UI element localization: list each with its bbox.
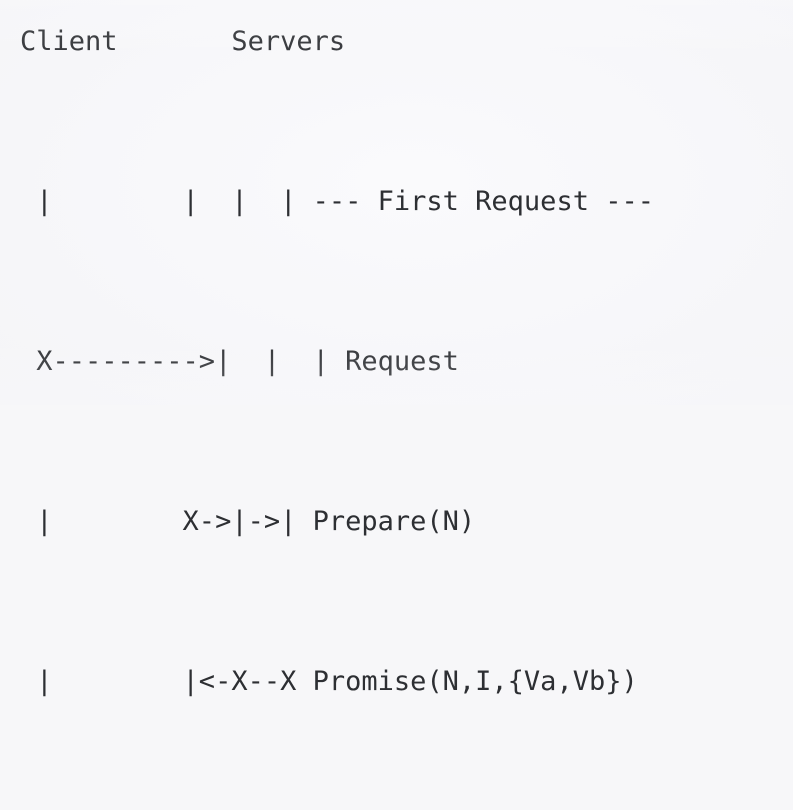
- diagram-row-request: X--------->| | | Request: [20, 342, 654, 382]
- message-label-request: Request: [345, 346, 459, 377]
- diagram-row-prepare: | X->|->| Prepare(N): [20, 502, 654, 542]
- lane-art-banner: | | | |: [20, 186, 313, 217]
- diagram-row-promise: | |<-X--X Promise(N,I,{Va,Vb}): [20, 662, 654, 702]
- lane-art-promise: | |<-X--X: [20, 666, 313, 697]
- message-label-promise: Promise(N,I,{Va,Vb}): [312, 666, 638, 697]
- client-lane-header: Client Servers: [20, 26, 346, 57]
- diagram-header-row: Client Servers: [20, 22, 345, 62]
- lane-art-prepare: | X->|->|: [20, 506, 313, 537]
- diagram-body: | | | | --- First Request --- X---------…: [20, 62, 654, 810]
- diagram-row-banner: | | | | --- First Request ---: [20, 182, 654, 222]
- message-label-banner: --- First Request ---: [312, 186, 654, 217]
- message-label-prepare: Prepare(N): [312, 506, 476, 537]
- lane-art-request: X--------->| | |: [20, 346, 346, 377]
- ascii-diagram-root: Client Servers | | | | --- First Request…: [0, 0, 793, 697]
